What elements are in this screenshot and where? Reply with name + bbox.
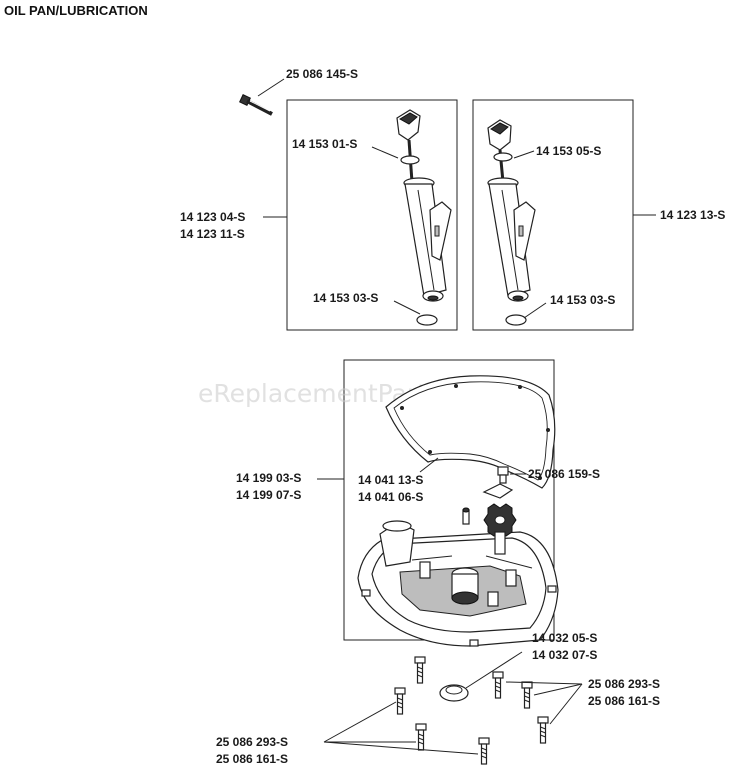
label-tube-right: 14 123 13-S [660,208,725,222]
oil-seal-part [439,684,469,702]
label-seal-1: 14 032 05-S [532,631,597,645]
dipstick-right-leader [513,150,535,159]
gasket-leader [419,457,439,473]
label-bolts-right-2: 25 086 161-S [588,694,660,708]
oring-right-leader [523,302,547,319]
label-bolt-top: 25 086 145-S [286,67,358,81]
label-tube-left-1: 14 123 04-S [180,210,245,224]
label-gasket-1: 14 041 13-S [358,473,423,487]
bolts-left-leaders [323,701,479,755]
seal-leader [465,651,523,689]
label-bolts-left-2: 25 086 161-S [216,752,288,766]
label-bolts-left-1: 25 086 293-S [216,735,288,749]
oring-left-part [416,314,438,326]
bolts-right-leaders [505,681,583,725]
label-oring-left: 14 153 03-S [313,291,378,305]
label-bolts-right-1: 25 086 293-S [588,677,660,691]
left-tube-box [286,99,458,331]
bolts-part [394,656,549,765]
dipstick-tube-left-part [396,109,452,302]
label-gasket-2: 14 041 06-S [358,490,423,504]
label-plug: 25 086 159-S [528,467,600,481]
page-title: OIL PAN/LUBRICATION [4,3,148,18]
oil-pump-gear-part [462,483,517,555]
oil-pan-part [357,520,559,647]
oring-right-part [505,314,527,326]
bolt-top-part [239,94,273,116]
bolt-top-leader [257,78,285,97]
dipstick-tube-right-part [487,119,536,302]
plug-part [497,466,509,484]
label-dipstick-left: 14 153 01-S [292,137,357,151]
label-tube-left-2: 14 123 11-S [180,227,245,241]
label-seal-2: 14 032 07-S [532,648,597,662]
label-oilpan-2: 14 199 07-S [236,488,301,502]
label-dipstick-right: 14 153 05-S [536,144,601,158]
label-oilpan-1: 14 199 03-S [236,471,301,485]
oring-left-leader [393,300,421,315]
gasket-part [385,375,556,489]
dipstick-left-leader [371,146,399,159]
label-oring-right: 14 153 03-S [550,293,615,307]
